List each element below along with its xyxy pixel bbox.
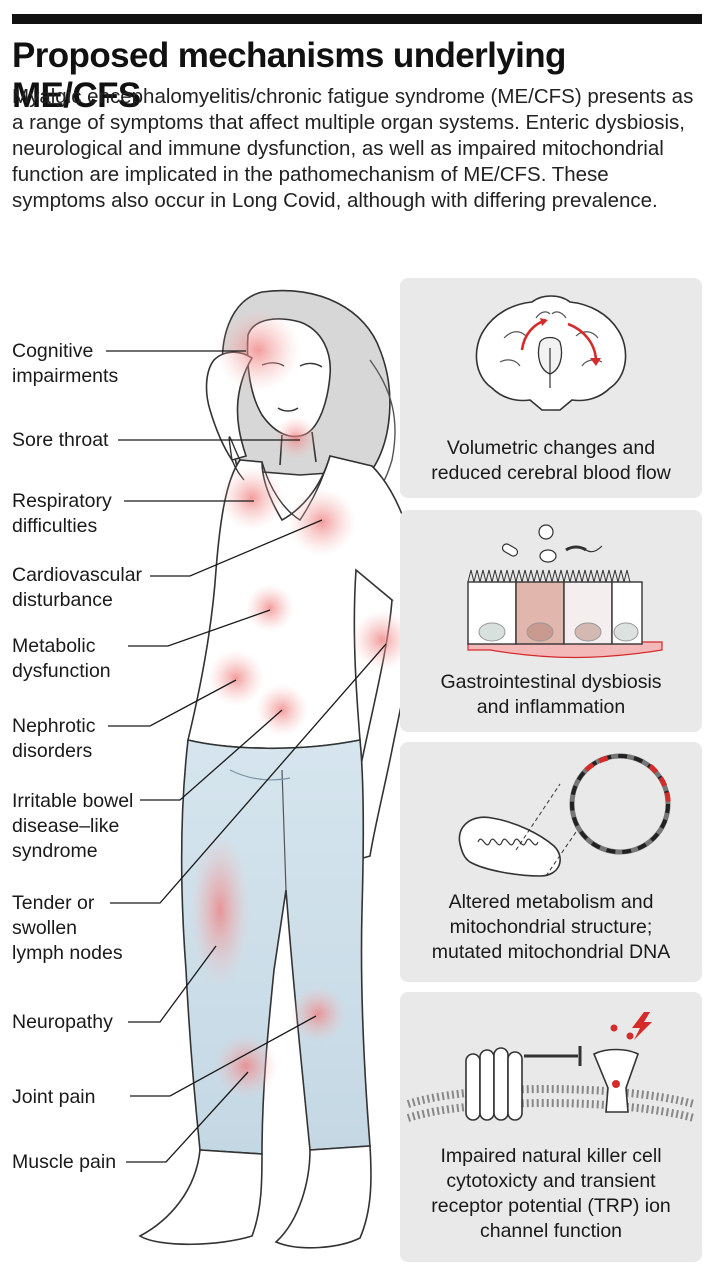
brain-icon [475,295,627,411]
symptom-label-muscle-pain: Muscle pain [12,1151,117,1173]
leader-lines [106,350,387,1163]
symptom-label-neuropathy: Neuropathy [12,1011,113,1033]
inflammation-glows [190,308,412,1098]
membrane-channel-icon [406,1012,696,1122]
intestinal-epithelium-icon [467,524,663,659]
woman-illustration [106,289,419,1249]
mitochondrion-dna-icon [458,753,671,877]
page-description: Myalgic encephalomyelitis/chronic fatigu… [12,85,694,212]
symptom-label-sore-throat: Sore throat [12,429,109,451]
top-rule [12,14,702,24]
symptom-label-joint-pain: Joint pain [12,1086,96,1108]
page-title: Proposed mechanisms underlying ME/CFS [12,36,566,115]
feet-shape [138,1149,263,1246]
